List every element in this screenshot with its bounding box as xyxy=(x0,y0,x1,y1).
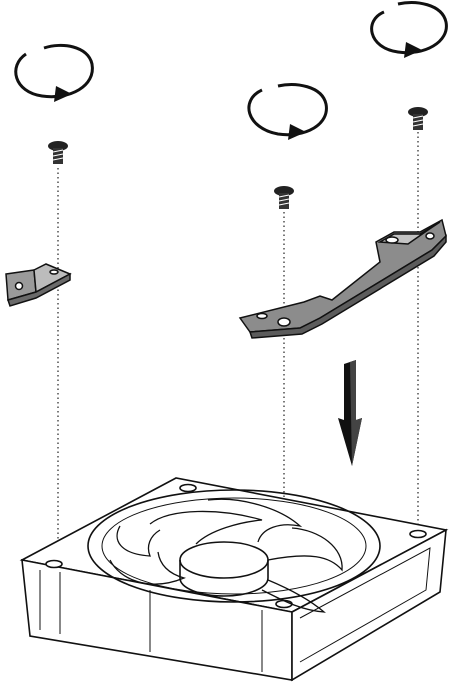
screw-right xyxy=(408,107,428,130)
rotate-arrow-middle xyxy=(247,83,328,140)
bracket-hole xyxy=(385,236,399,244)
bracket-hole xyxy=(256,312,268,320)
fan-side-face xyxy=(291,528,447,682)
screw-left xyxy=(48,141,68,164)
fan-blades xyxy=(109,498,343,613)
fan-blade-ring xyxy=(87,489,381,603)
down-arrow xyxy=(338,360,362,466)
case-fan xyxy=(19,477,449,682)
fan-hub xyxy=(179,541,269,579)
screw-middle xyxy=(274,186,294,209)
rotate-arrow-left xyxy=(14,43,94,102)
rotate-arrow-right xyxy=(370,1,448,58)
small-bracket xyxy=(5,263,72,307)
bracket-hole xyxy=(277,317,291,327)
bracket-hole xyxy=(14,281,24,291)
bracket-hole xyxy=(425,232,435,240)
long-bracket xyxy=(238,218,447,339)
